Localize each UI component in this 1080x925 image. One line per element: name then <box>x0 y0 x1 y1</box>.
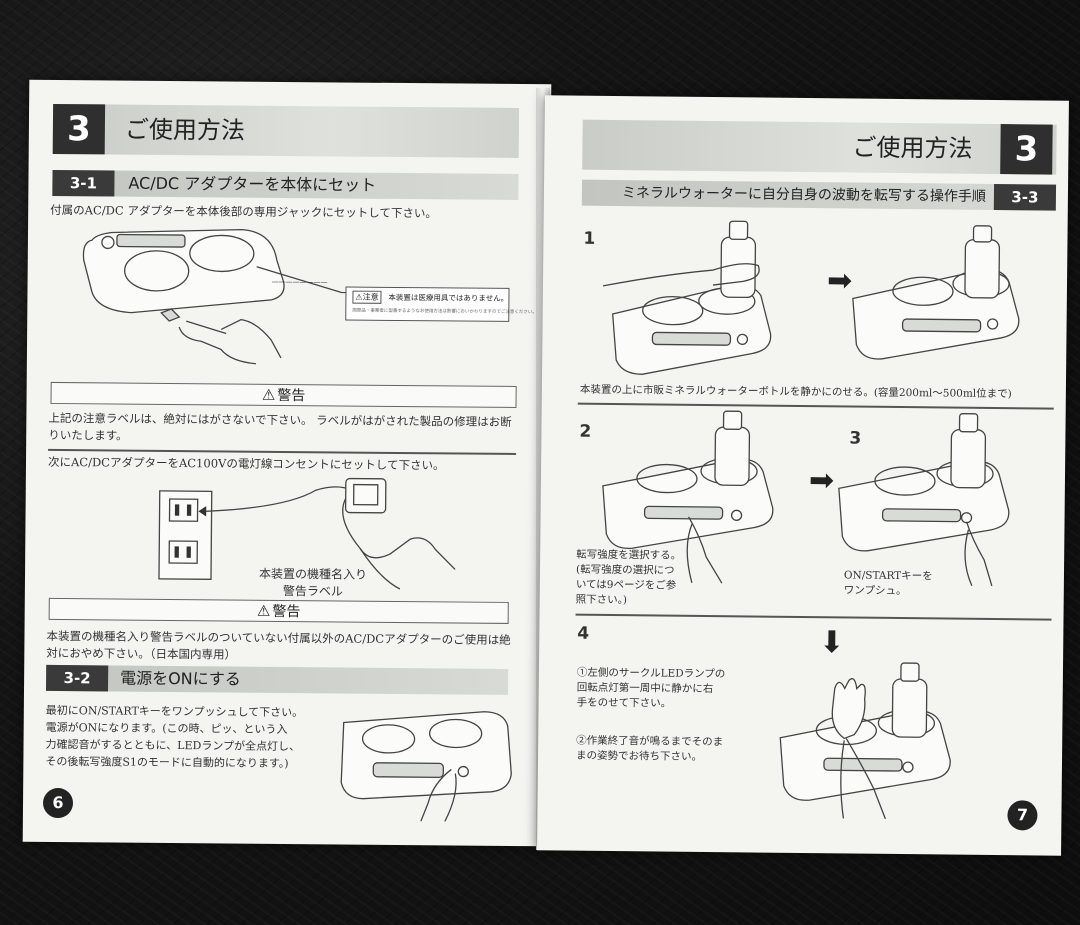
label-callout: 本装置の機種名入り 警告ラベル <box>243 566 383 601</box>
divider-rule <box>575 613 1052 621</box>
warning-title: 警告 <box>272 603 301 621</box>
chapter-header-bar: ご使用方法 3 <box>582 119 1057 175</box>
step1-bottle-on-device-illustration <box>852 225 1020 360</box>
chapter-number: 3 <box>52 103 106 155</box>
section-title: 電源をONにする <box>120 668 241 689</box>
section-title: ミネラルウォーターに自分自身の波動を転写する操作手順 <box>621 185 987 205</box>
step4-text-a: ①左側のサークルLEDランプの 回転点灯第一周中に静かに右 手をのせて下さい。 <box>577 666 777 713</box>
left-page: 3 ご使用方法 3-1 AC/DC アダプターを本体にセット 付属のAC/DC … <box>22 79 552 847</box>
right-page: ご使用方法 3 ミネラルウォーターに自分自身の波動を転写する操作手順 3-3 1… <box>537 95 1069 856</box>
step4-text-line: まの姿勢でお待ち下さい。 <box>575 749 703 763</box>
step3-text-line: ON/STARTキーを <box>843 569 933 583</box>
section-number: 3-2 <box>46 664 109 692</box>
warning-box-2: ⚠警告 <box>48 597 509 624</box>
arrow-right-icon: ➡ <box>808 463 835 499</box>
step3-text-line: ワンプシュ。 <box>843 584 907 598</box>
step2-text: 転写強度を選択する。 (転写強度の選択につ いては9ページをご参 照下さい。) <box>576 548 707 609</box>
chapter-title: ご使用方法 <box>852 133 973 163</box>
step1-text: 本装置の上に市販ミネラルウォーターボトルを静かにのせる。(容量200ml～500… <box>579 383 1012 401</box>
step2-text-line: (転写強度の選択につ <box>575 563 675 577</box>
step3-text: ON/STARTキーを ワンプシュ。 <box>844 568 974 599</box>
section-header-3-3: ミネラルウォーターに自分自身の波動を転写する操作手順 3-3 <box>581 179 1057 211</box>
step1-place-bottle-illustration <box>602 220 772 375</box>
warning1-text: 上記の注意ラベルは、絶対にはがさないで下さい。 ラベルがはがされた製品の修理はお… <box>48 410 512 443</box>
step2-text-line: 転写強度を選択する。 <box>576 548 682 562</box>
arrow-down-icon: ⬇ <box>819 625 845 661</box>
step2-select-strength-illustration <box>602 410 774 584</box>
outlet-illustration <box>158 477 456 590</box>
power-text-line: その後転写強度S1のモードに自動的になります。) <box>45 754 289 771</box>
power-text: 最初にON/STARTキーをワンプッシュして下さい。 電源がONになります。(こ… <box>45 702 346 773</box>
caution-label: ⚠注意 本装置は医療用具ではありません。 国際品・事業者に型番するようなお使用方… <box>345 286 537 322</box>
step4-hand-on-device-illustration <box>779 662 951 820</box>
power-on-illustration <box>340 711 512 822</box>
section-title: AC/DC アダプターを本体にセット <box>128 173 377 195</box>
section-header-3-2: 3-2 電源をONにする <box>46 664 509 695</box>
caution-text: 本装置は医療用具ではありません。 <box>388 292 509 303</box>
step4-text-line: 手をのせて下さい。 <box>576 696 672 710</box>
step4-text-b: ②作業終了音が鳴るまでそのま まの姿勢でお待ち下さい。 <box>576 734 776 766</box>
caution-subtext: 国際品・事業者に型番するようなお使用方法は影響においかわりますのでご注意ください… <box>352 308 537 316</box>
step-number-4: 4 <box>577 623 590 644</box>
warning-triangle-icon: ⚠ <box>261 385 276 404</box>
section-header-3-1: 3-1 AC/DC アダプターを本体にセット <box>52 169 519 201</box>
warning-box-1: ⚠警告 <box>50 381 517 409</box>
step-number-2: 2 <box>579 421 592 442</box>
chapter-header-bar: 3 ご使用方法 <box>52 103 520 159</box>
section-number: 3-1 <box>52 169 115 197</box>
page-number-left: 6 <box>42 787 74 819</box>
chapter-title: ご使用方法 <box>124 115 246 145</box>
page-number-right: 7 <box>1007 800 1038 831</box>
step3-press-start-illustration <box>838 413 1010 587</box>
step-number-1: 1 <box>583 228 596 249</box>
warning-triangle-icon: ⚠ <box>256 601 271 620</box>
svg-text:————————: ———————— <box>272 278 328 286</box>
warning2-text: 本装置の機種名入り警告ラベルのついていない付属以外のAC/DCアダプターのご使用… <box>46 628 511 662</box>
warning-title: 警告 <box>277 387 306 405</box>
caution-tag: 注意 <box>362 292 379 302</box>
label-callout-line2: 警告ラベル <box>282 583 343 599</box>
chapter-number: 3 <box>1000 124 1053 175</box>
next-step-text: 次にAC/DCアダプターをAC100Vの電灯線コンセントにセットして下さい。 <box>47 454 445 473</box>
section-number: 3-3 <box>993 183 1057 211</box>
step2-text-line: 照下さい。) <box>575 593 628 607</box>
step2-text-line: いては9ページをご参 <box>575 578 677 592</box>
label-callout-line1: 本装置の機種名入り <box>258 566 368 582</box>
